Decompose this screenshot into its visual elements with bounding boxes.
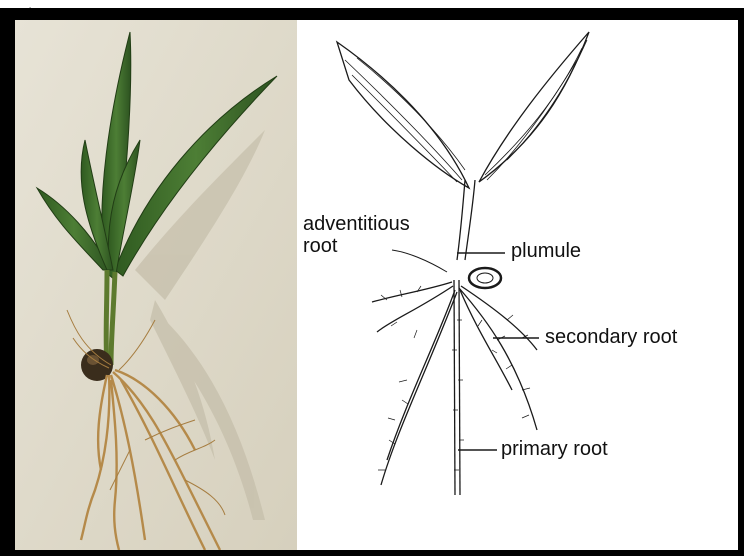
right-leaf [479, 32, 589, 182]
label-adventitious-root: adventitious root [303, 213, 410, 257]
seedling-photo-illustration [15, 20, 297, 550]
primary-root [454, 280, 455, 495]
seedling-line-drawing [297, 20, 738, 550]
seedling-photo [15, 20, 297, 550]
label-adventitious-line1: adventitious [303, 213, 410, 235]
label-secondary-root: secondary root [545, 326, 677, 348]
label-primary-root: primary root [501, 438, 608, 460]
label-plumule: plumule [511, 240, 581, 262]
plumule-stem [457, 180, 465, 260]
seed [469, 268, 501, 288]
seedling-diagram: adventitious root plumule secondary root… [297, 20, 738, 550]
label-adventitious-line2: root [303, 235, 410, 257]
